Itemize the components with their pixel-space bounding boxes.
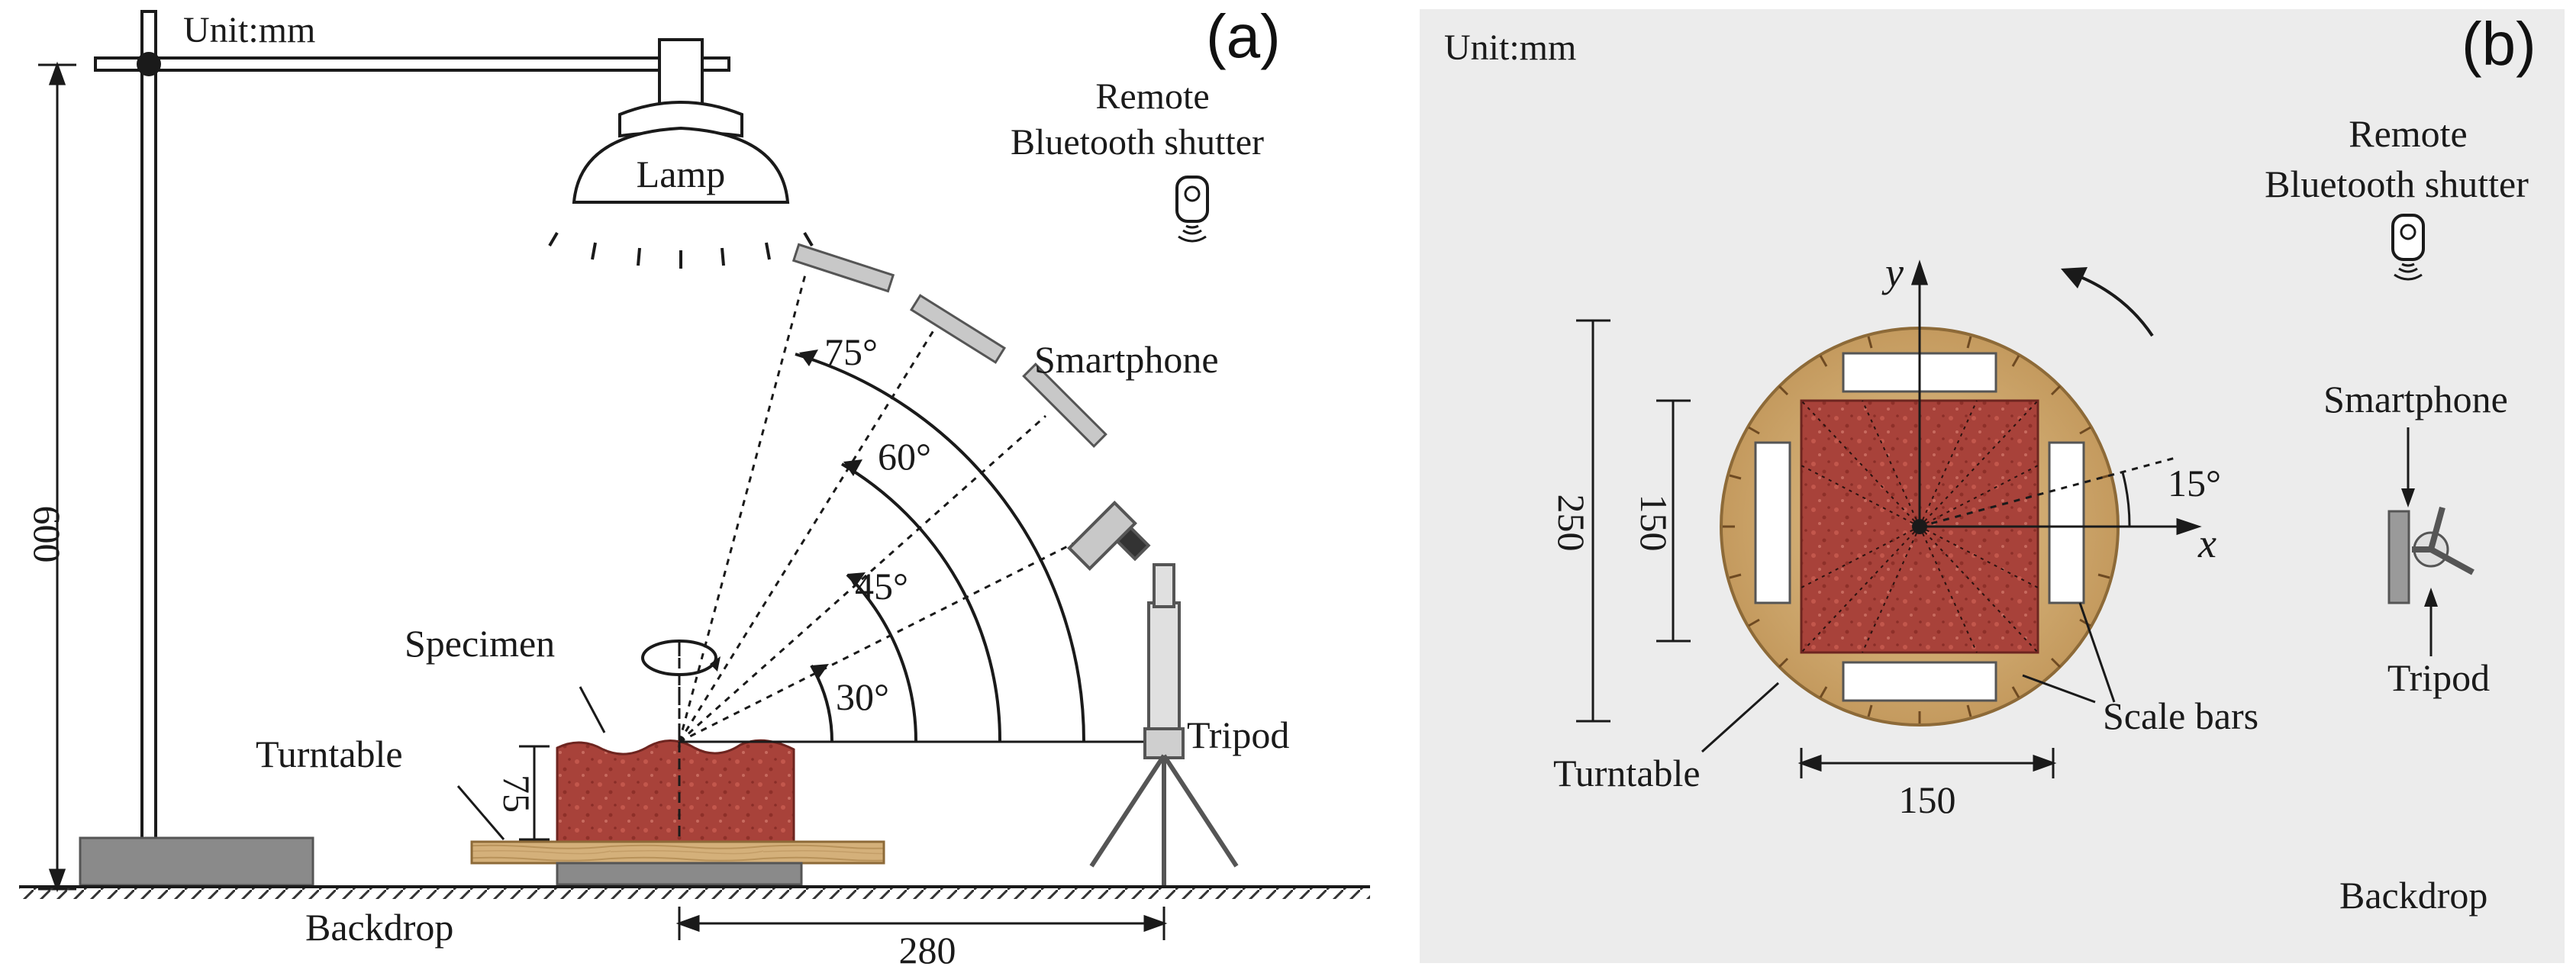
dimension-distance-280 — [675, 907, 1168, 940]
specimen-radial-lines — [1801, 400, 2039, 653]
specimen-leader — [579, 686, 606, 733]
angle-label-75: 75° — [824, 330, 878, 373]
panel-a: (a) Unit:mm 600 Lamp — [19, 2, 1370, 971]
dimension-specimen-75 — [519, 745, 550, 841]
dimension-height-600 — [38, 61, 76, 893]
axes-b — [1910, 259, 2202, 536]
tripod-label-b: Tripod — [2387, 656, 2490, 699]
turntable-a — [470, 840, 885, 865]
backdrop-label-a: Backdrop — [305, 906, 453, 949]
turntable-label-b: Turntable — [1553, 752, 1701, 794]
dim-turntable-label: 250 — [1550, 495, 1593, 552]
panel-b-letter: (b) — [2462, 10, 2536, 78]
dimension-specimen-v-150 — [1656, 399, 1691, 643]
turntable-leader-a — [456, 785, 505, 840]
turntable-base-a — [556, 862, 803, 886]
tripod-label-a: Tripod — [1187, 714, 1289, 756]
remote-label-a-line2: Bluetooth shutter — [1011, 122, 1264, 163]
ground-hatch — [19, 887, 1370, 899]
remote-label-b-line1: Remote — [2349, 112, 2468, 155]
axis-x-label: x — [2197, 520, 2217, 566]
tripod-a — [1067, 501, 1239, 885]
turntable-ticks — [1723, 330, 2117, 723]
lamp-stand — [79, 10, 730, 887]
angle-arcs — [795, 353, 1085, 743]
lamp-label: Lamp — [637, 153, 726, 195]
unit-label-a: Unit:mm — [183, 10, 315, 50]
bluetooth-shutter-icon-b — [2391, 214, 2425, 281]
bluetooth-shutter-icon-a — [1175, 176, 1209, 243]
tripod-top-b — [2387, 506, 2474, 604]
lamp: Lamp — [548, 38, 814, 269]
rotation-step-label: 15° — [2168, 462, 2221, 504]
remote-label-a-line1: Remote — [1095, 76, 1209, 117]
scale-bars-leader — [2022, 674, 2096, 704]
lamp-rays — [548, 231, 814, 269]
angle-label-30: 30° — [836, 675, 889, 718]
angle-arrowheads — [799, 350, 866, 679]
dim-distance-label: 280 — [899, 929, 956, 971]
dim-specimen-v-label: 150 — [1633, 495, 1675, 552]
axis-y-label: y — [1881, 250, 1904, 295]
smartphone-positions — [791, 243, 1107, 448]
rotation-arrowhead — [2061, 267, 2088, 288]
tripod-arrowhead-b — [2424, 588, 2438, 607]
dimension-turntable-250 — [1576, 319, 1610, 723]
remote-label-b-line2: Bluetooth shutter — [2265, 163, 2529, 205]
dim-height-label: 600 — [26, 506, 69, 563]
smartphone-label-a: Smartphone — [1034, 338, 1219, 381]
panel-b: (b) Unit:mm Remote Bluetooth shutter — [1420, 9, 2565, 963]
angle-label-45: 45° — [855, 565, 908, 607]
turntable-label-a: Turntable — [256, 733, 403, 775]
specimen-label: Specimen — [405, 622, 555, 665]
scale-bars-leader-2 — [2078, 602, 2116, 703]
scale-bars-label: Scale bars — [2103, 694, 2258, 737]
panel-a-letter: (a) — [1206, 2, 1281, 70]
turntable-leader-b — [1701, 681, 1780, 753]
smartphone-arrowhead-b — [2401, 488, 2415, 507]
specimen-a — [556, 640, 795, 874]
angle-label-60: 60° — [878, 435, 931, 478]
dim-specimen-label: 75 — [495, 775, 538, 813]
dimension-specimen-h-150 — [1797, 748, 2057, 778]
dim-specimen-h-label: 150 — [1899, 778, 1956, 821]
smartphone-label-b: Smartphone — [2323, 378, 2508, 420]
unit-label-b: Unit:mm — [1444, 27, 1576, 68]
backdrop-label-b: Backdrop — [2339, 874, 2487, 917]
